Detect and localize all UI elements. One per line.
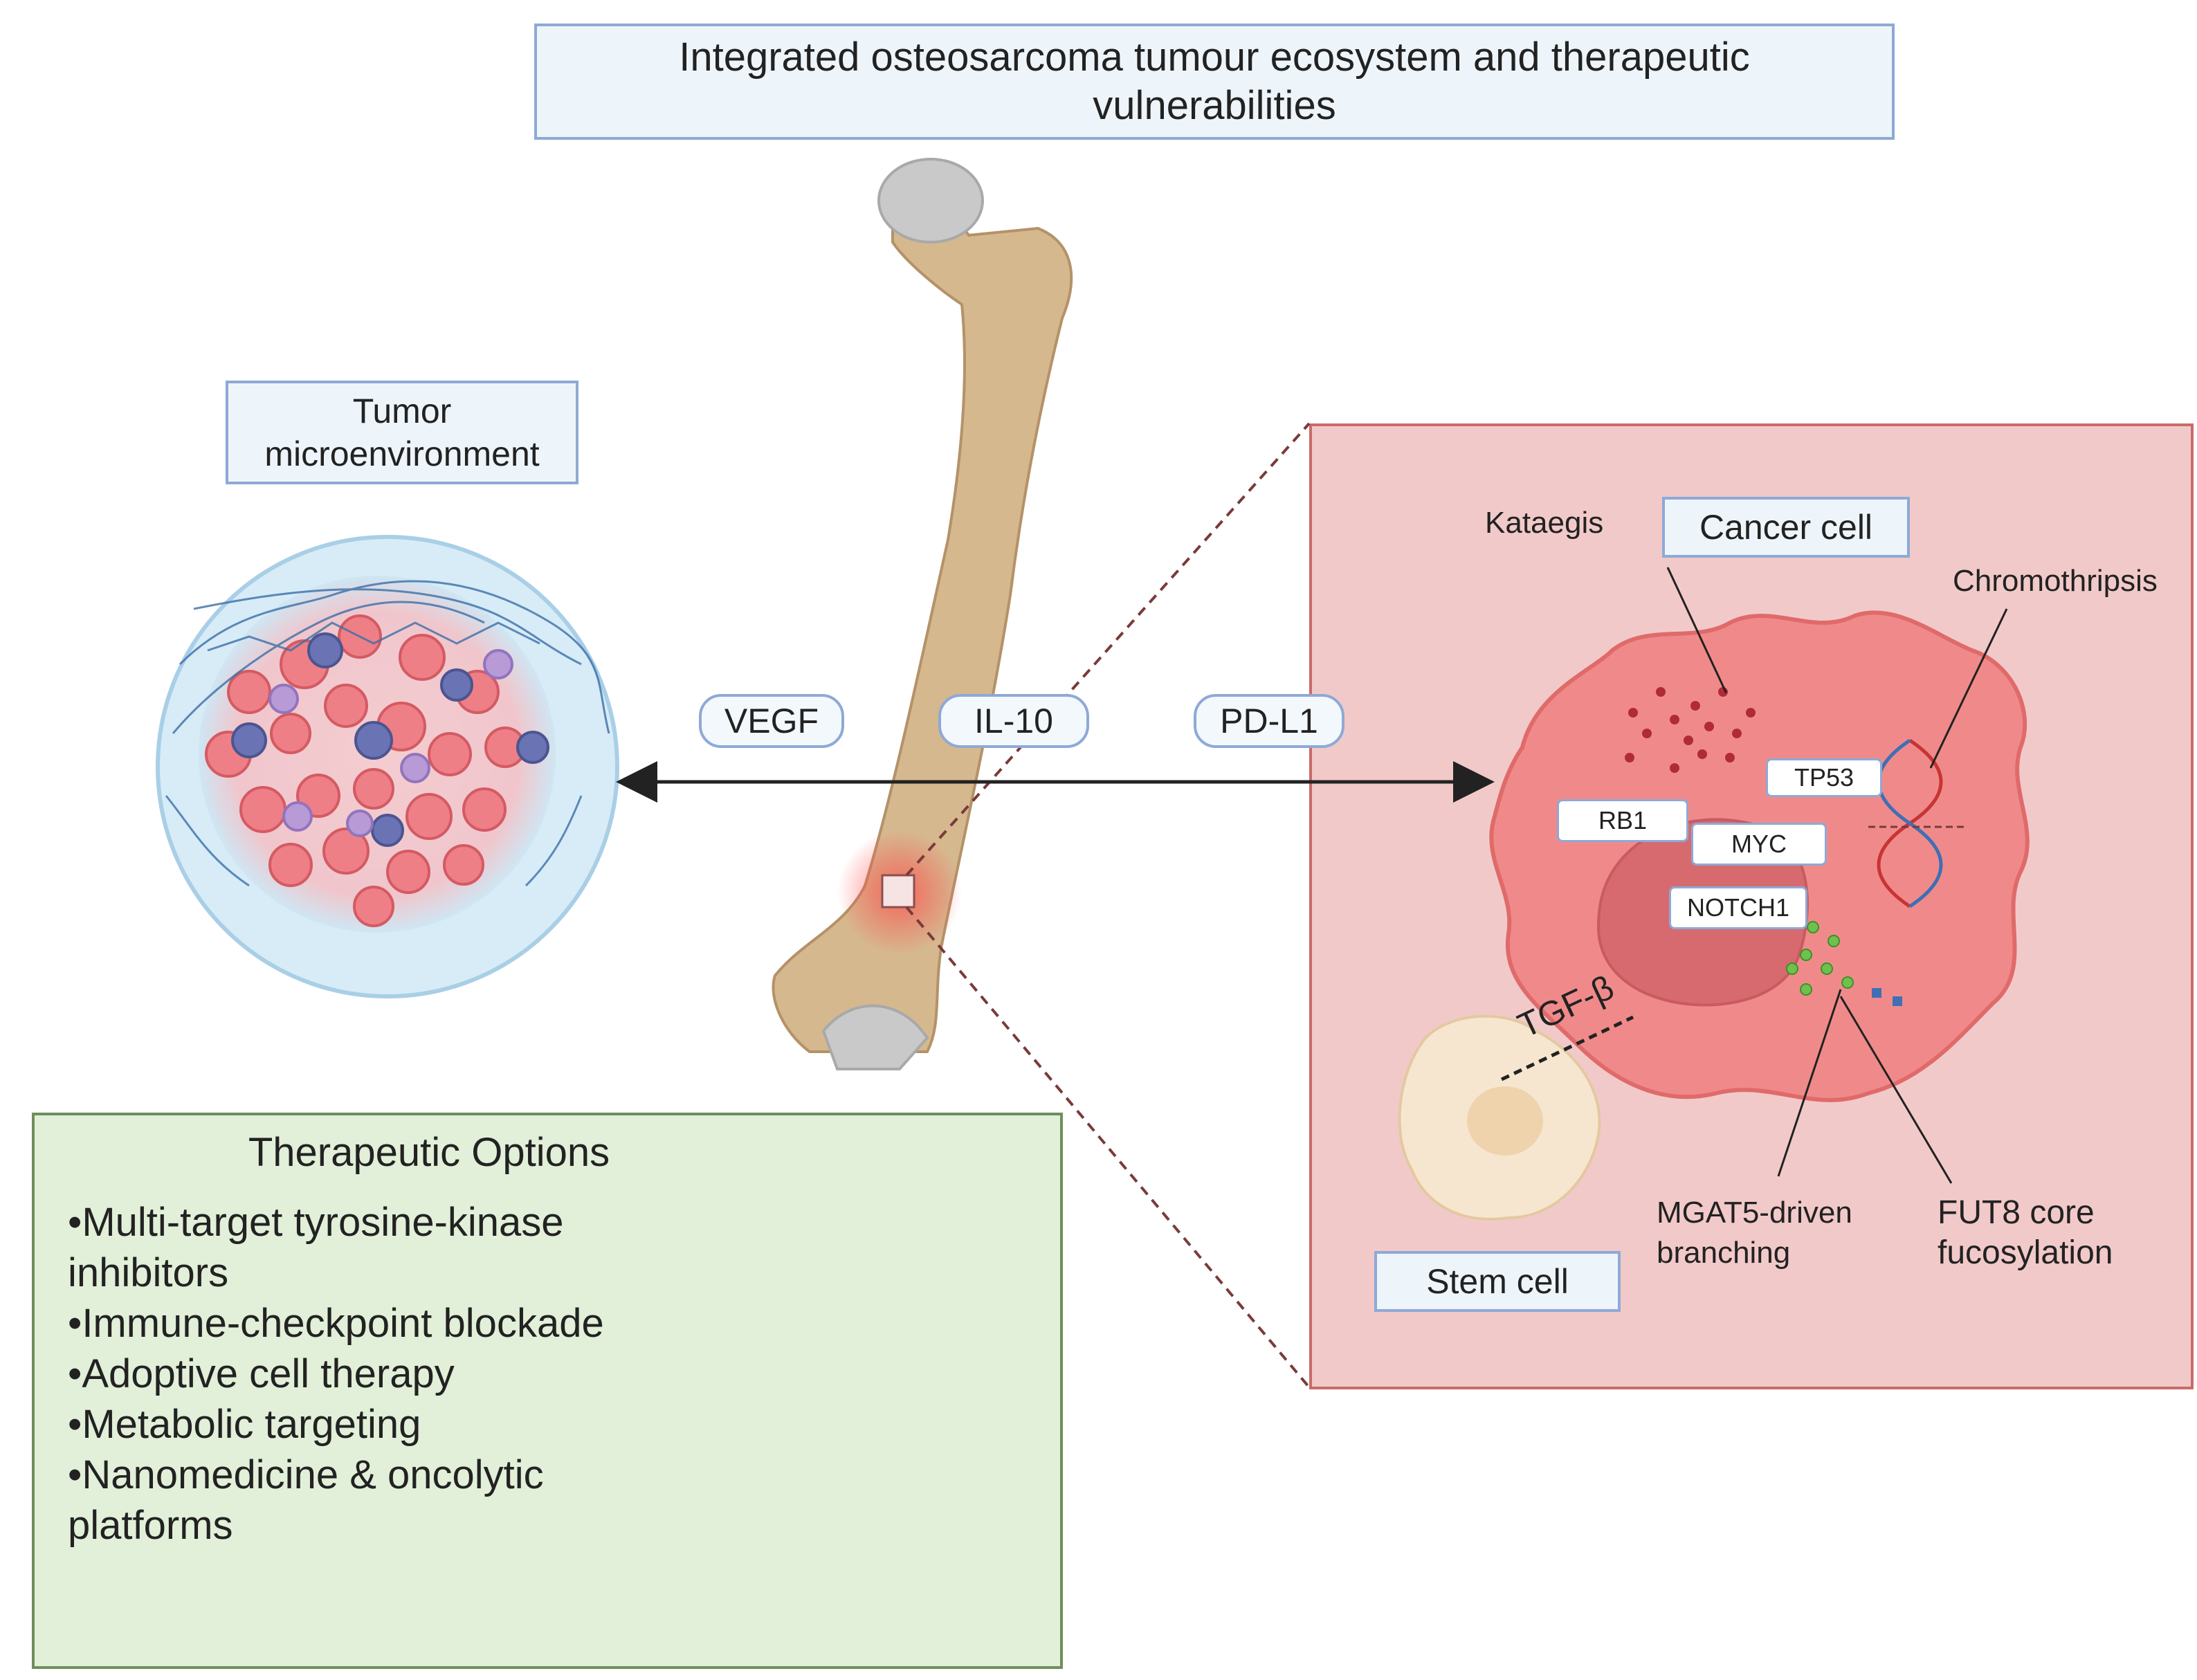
fut8-label-line1: FUT8 core bbox=[1938, 1194, 2095, 1231]
therapeutic-options-list: Multi-target tyrosine-kinase inhibitors … bbox=[68, 1197, 704, 1551]
gene-rb1: RB1 bbox=[1557, 799, 1688, 842]
kataegis-label: Kataegis bbox=[1485, 506, 1604, 540]
chromothripsis-label: Chromothripsis bbox=[1953, 564, 2158, 598]
zoom-line-bottom bbox=[905, 906, 1311, 1389]
stem-cell-illustration bbox=[1398, 1014, 1634, 1221]
gene-myc: MYC bbox=[1691, 823, 1827, 866]
mgat5-label-line2: branching bbox=[1657, 1236, 1791, 1270]
cancer-cell-panel bbox=[1309, 423, 2194, 1389]
diagram-title: Integrated osteosarcoma tumour ecosystem… bbox=[534, 24, 1895, 140]
signal-pdl1: PD-L1 bbox=[1194, 694, 1344, 748]
stem-cell-label: Stem cell bbox=[1374, 1251, 1621, 1312]
cancer-cell-illustration bbox=[1489, 567, 2030, 1184]
femur-bone-illustration bbox=[772, 158, 1073, 1070]
signal-vegf: VEGF bbox=[699, 694, 844, 748]
signal-il10: IL-10 bbox=[938, 694, 1089, 748]
gene-notch1: NOTCH1 bbox=[1669, 886, 1807, 929]
mgat5-label-line1: MGAT5-driven bbox=[1657, 1196, 1852, 1230]
therapy-item: Immune-checkpoint blockade bbox=[68, 1298, 704, 1349]
therapy-item: Nanomedicine & oncolytic platforms bbox=[68, 1450, 704, 1551]
therapeutic-options-panel: Therapeutic Options Multi-target tyrosin… bbox=[32, 1113, 1063, 1669]
therapy-item: Multi-target tyrosine-kinase inhibitors bbox=[68, 1197, 704, 1298]
therapy-item: Adoptive cell therapy bbox=[68, 1349, 704, 1399]
fut8-label-line2: fucosylation bbox=[1938, 1234, 2113, 1271]
therapy-item: Metabolic targeting bbox=[68, 1399, 704, 1450]
gene-tp53: TP53 bbox=[1766, 758, 1882, 797]
mgat5-label: MGAT5-driven branching bbox=[1657, 1193, 1852, 1273]
cancer-cell-label: Cancer cell bbox=[1662, 497, 1910, 558]
fut8-label: FUT8 core fucosylation bbox=[1938, 1193, 2113, 1273]
tumor-microenvironment-label: Tumor microenvironment bbox=[226, 381, 578, 484]
tumor-microenvironment-illustration bbox=[156, 535, 619, 998]
therapeutic-options-title: Therapeutic Options bbox=[248, 1130, 610, 1175]
